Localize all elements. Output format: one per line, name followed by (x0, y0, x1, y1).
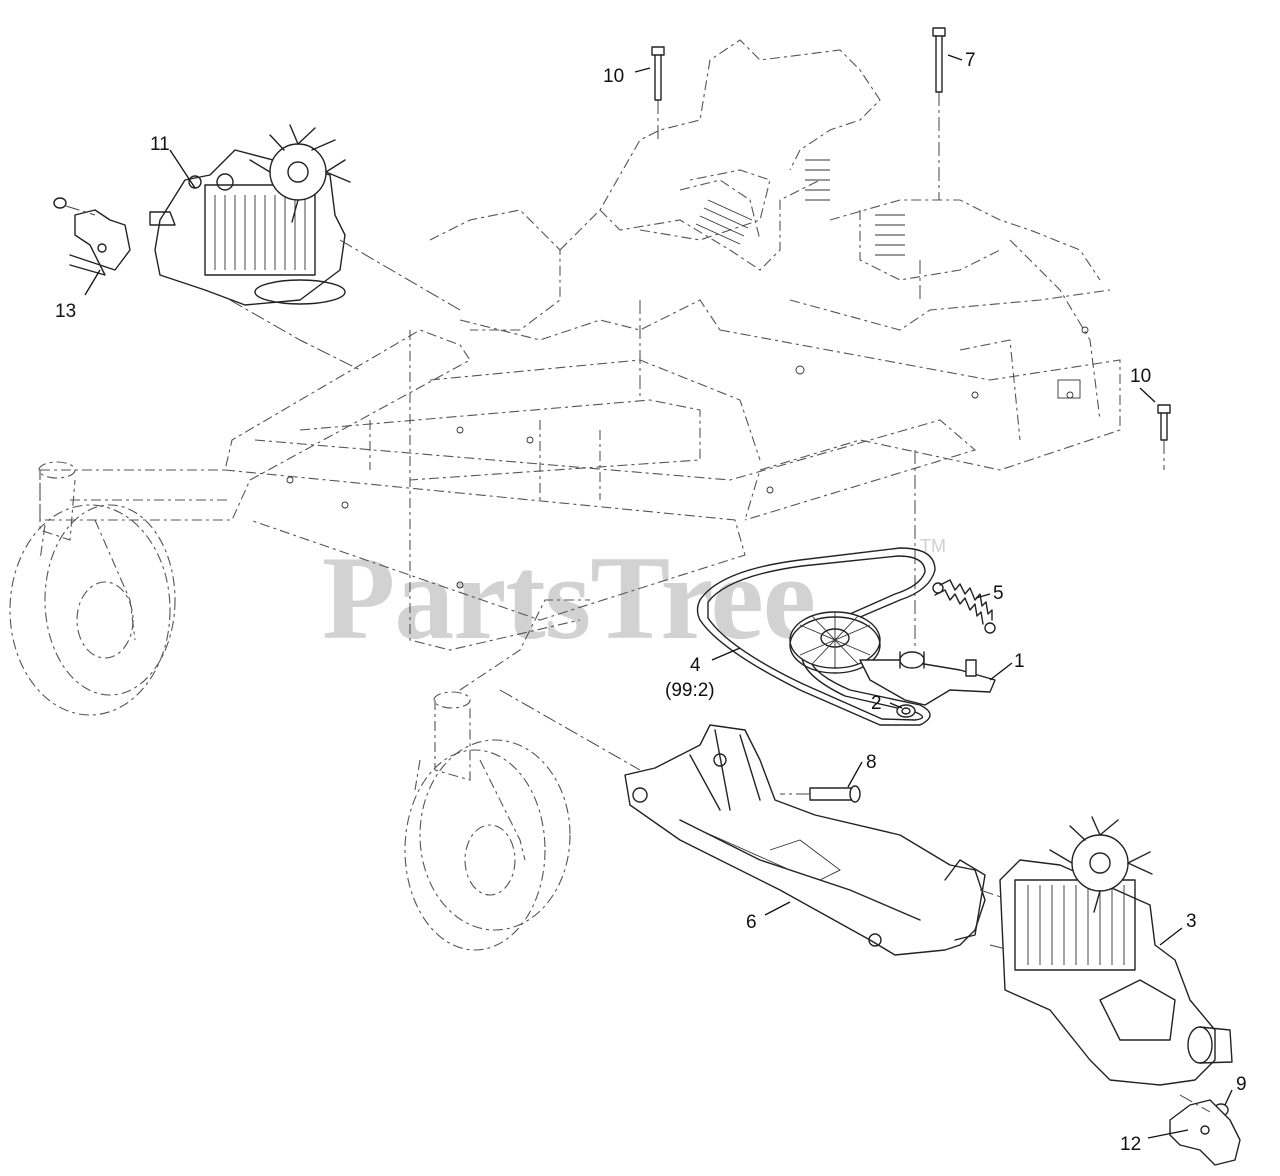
leader-lines (84, 54, 1233, 1139)
callout-1: 1 (1014, 651, 1025, 672)
callout-11: 11 (150, 134, 170, 155)
idler-arm-pulley (789, 611, 996, 706)
callout-6: 6 (746, 912, 757, 933)
callout-10-top: 10 (603, 66, 624, 87)
rear-frame-member (499, 689, 1011, 956)
callout-8: 8 (866, 752, 877, 773)
watermark: PartsTree TM (322, 531, 946, 664)
right-hydro-transmission (999, 816, 1233, 1086)
callout-10-right: 10 (1130, 366, 1151, 387)
callout-4: 4 (690, 655, 701, 676)
bolt-7 (932, 27, 946, 200)
callout-2: 2 (871, 693, 882, 714)
alignment-line-left-pump (229, 239, 461, 371)
callout-4-subref: (99:2) (665, 680, 715, 701)
callout-5: 5 (993, 583, 1004, 604)
callout-3: 3 (1186, 911, 1197, 932)
callout-labels: 10 7 11 13 10 5 1 4 (99:2) 2 8 6 3 9 12 (55, 50, 1247, 1155)
front-left-caster-wheel (9, 461, 176, 716)
watermark-text: PartsTree (322, 531, 815, 664)
watermark-trademark: TM (920, 536, 946, 556)
callout-12: 12 (1120, 1134, 1141, 1155)
alignment-line-frame (639, 260, 921, 400)
pivot-pin (780, 785, 861, 803)
callout-9: 9 (1236, 1074, 1247, 1095)
right-bracket (1169, 1094, 1241, 1166)
bolt-10-right (1157, 404, 1171, 470)
callout-13: 13 (55, 301, 76, 322)
mower-frame (39, 39, 1121, 651)
left-hydro-transmission (149, 124, 351, 306)
left-bracket (53, 197, 131, 276)
extension-spring (932, 579, 996, 634)
callout-7: 7 (965, 50, 976, 71)
bolt-10-top (651, 46, 665, 140)
front-right-caster-wheel (404, 599, 590, 951)
